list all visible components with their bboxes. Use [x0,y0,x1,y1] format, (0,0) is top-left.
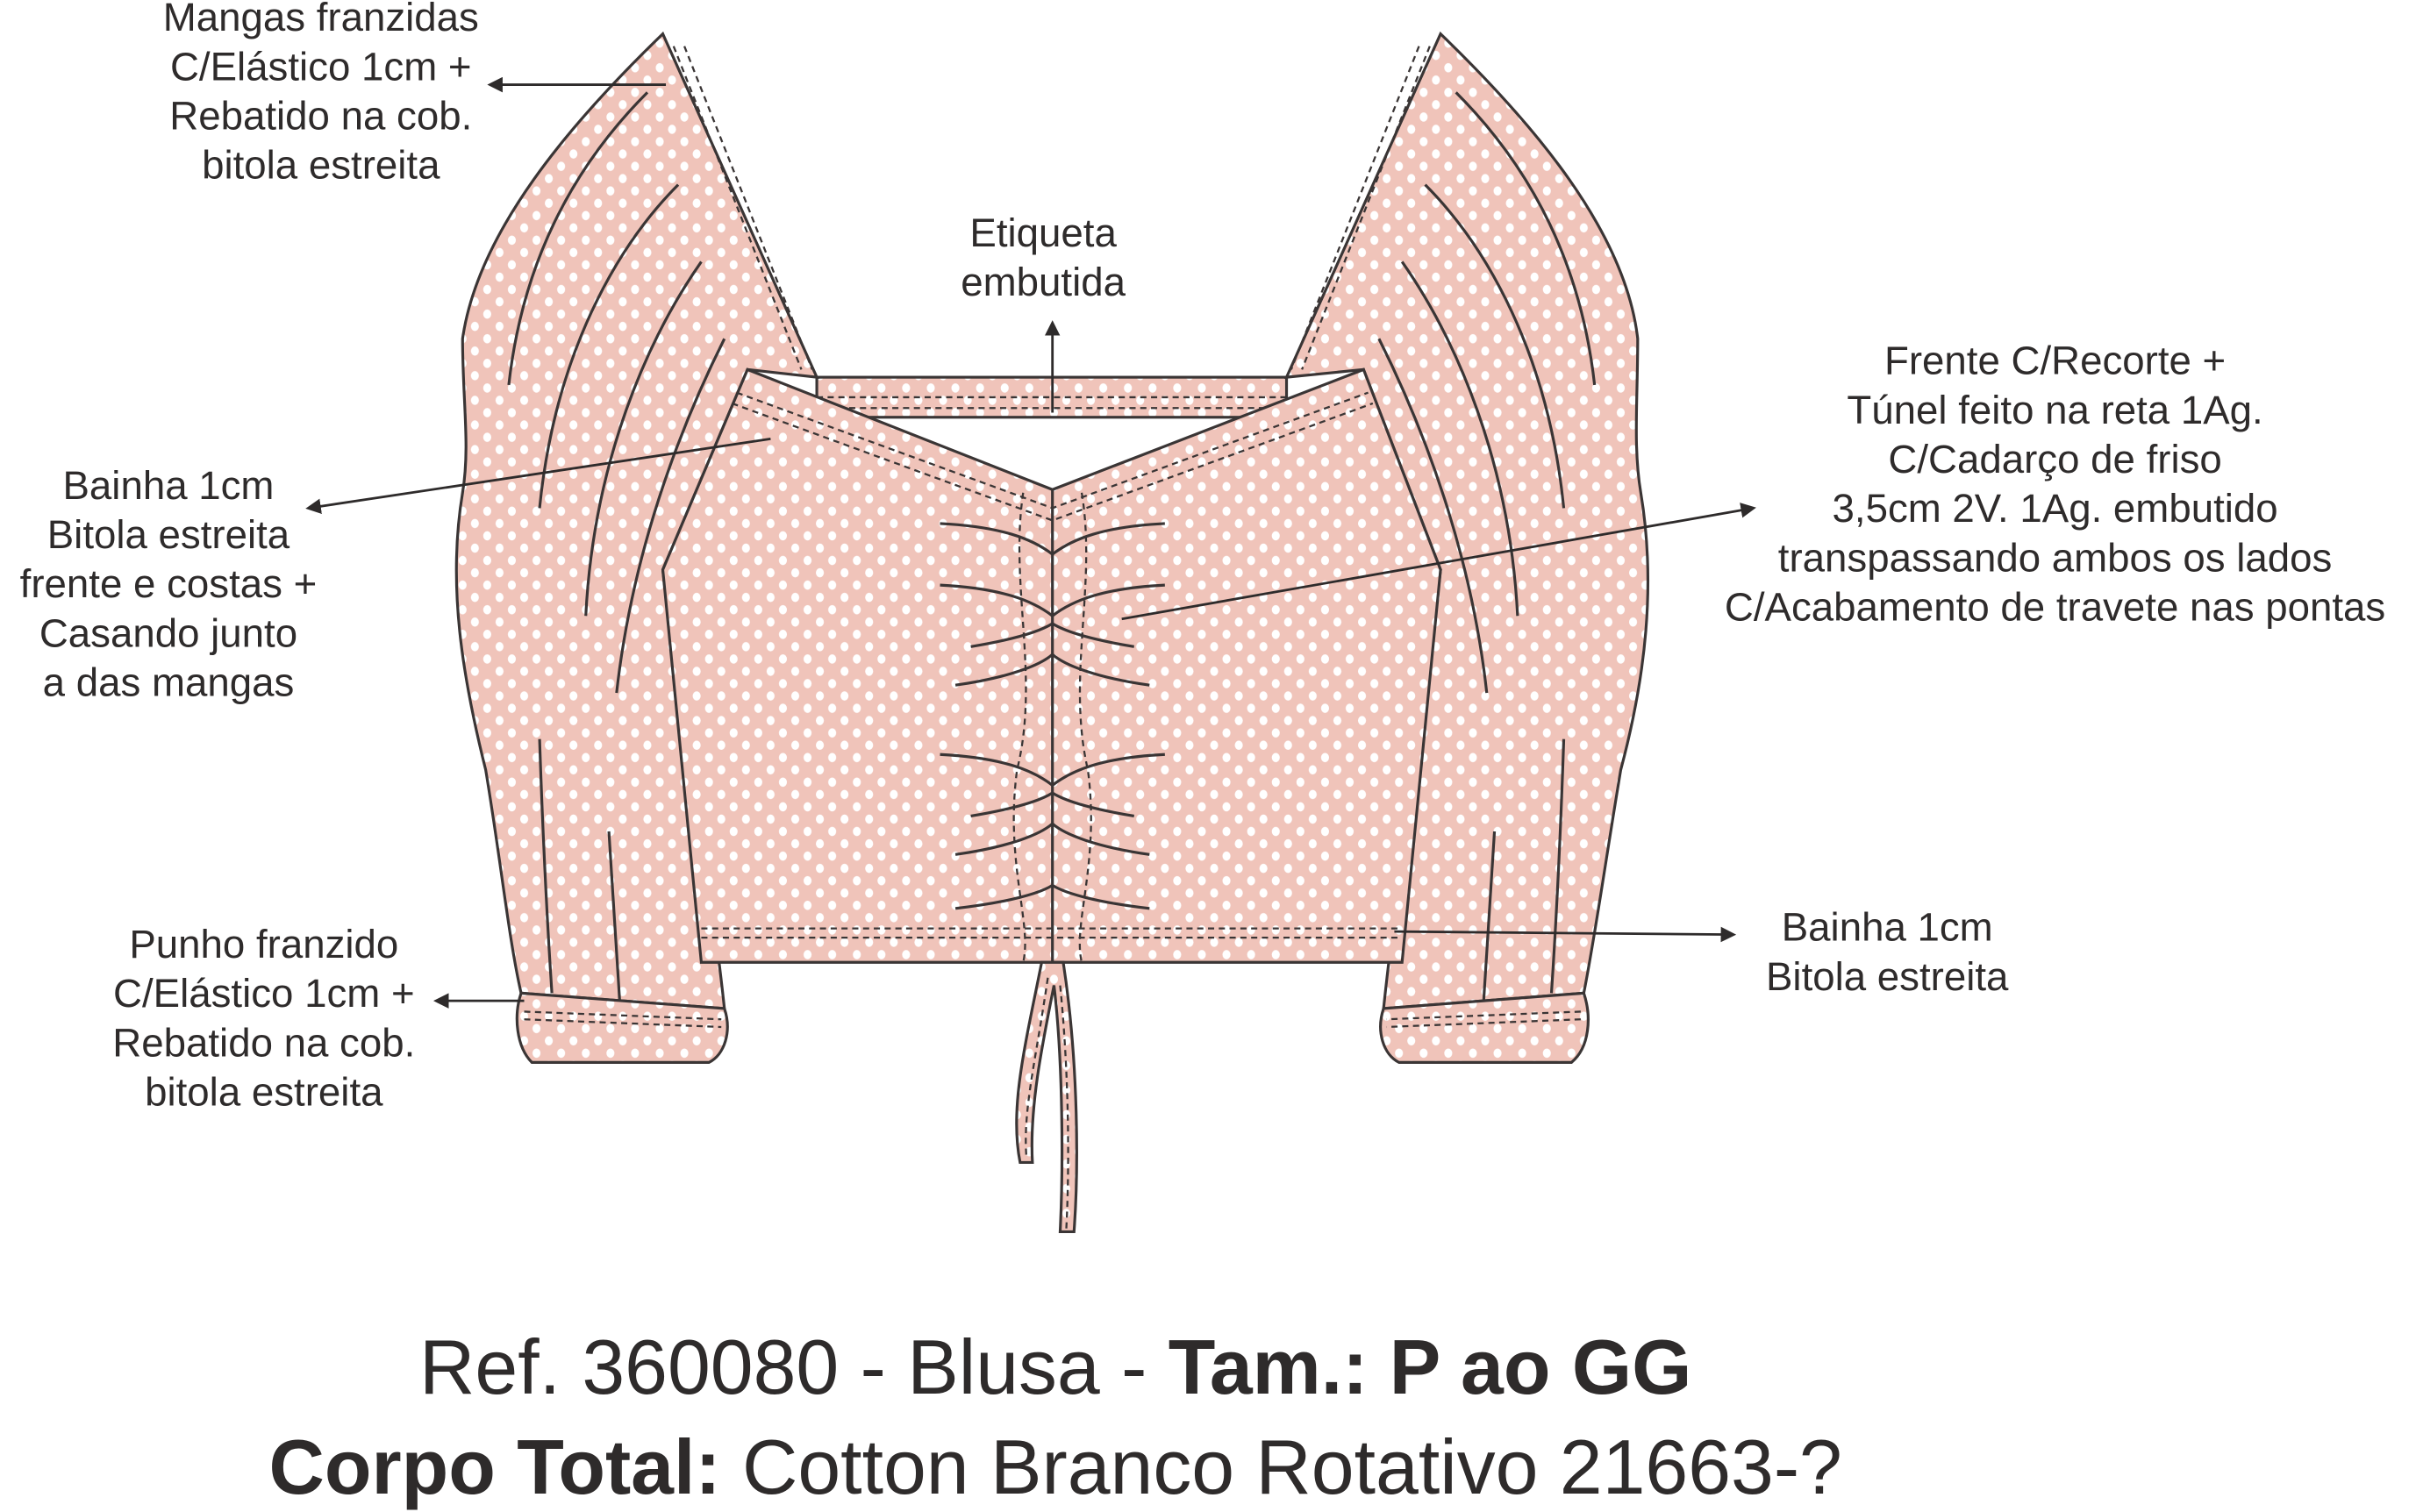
annotation-front: Frente C/Recorte + Túnel feito na reta 1… [1725,339,2385,630]
svg-text:C/Acabamento de travete nas po: C/Acabamento de travete nas pontas [1725,585,2385,630]
svg-text:C/Elástico 1cm +: C/Elástico 1cm + [113,971,415,1016]
svg-text:Bainha 1cm: Bainha 1cm [1782,905,1993,950]
svg-text:bitola estreita: bitola estreita [145,1070,383,1115]
title-line-2: Corpo Total: Cotton Branco Rotativo 2166… [269,1424,1842,1510]
svg-text:Casando junto: Casando junto [39,610,297,655]
svg-text:Bainha 1cm: Bainha 1cm [63,463,275,508]
svg-text:frente e costas +: frente e costas + [20,561,318,606]
svg-text:Bitola estreita: Bitola estreita [47,512,290,557]
arrow-bottom-hem [1394,926,1737,943]
drawstring [1015,960,1078,1234]
gathering-lines [940,522,1165,910]
front-body [661,367,1442,964]
svg-text:Túnel feito na reta 1Ag.: Túnel feito na reta 1Ag. [1847,388,2262,432]
svg-text:3,5cm 2V. 1Ag. embutido: 3,5cm 2V. 1Ag. embutido [1833,486,2278,531]
annotation-cuff: Punho franzido C/Elástico 1cm + Rebatido… [112,922,415,1115]
annotation-sleeves: Mangas franzidas C/Elástico 1cm + Rebati… [163,0,479,188]
svg-text:Etiqueta: Etiqueta [969,210,1117,255]
svg-text:Mangas franzidas: Mangas franzidas [163,0,479,39]
svg-text:Bitola estreita: Bitola estreita [1766,954,2009,999]
svg-text:transpassando ambos os lados: transpassando ambos os lados [1778,535,2333,580]
arrow-neck-hem [305,437,771,514]
title-line-1: Ref. 360080 - Blusa - Tam.: P ao GG [419,1324,1691,1410]
svg-text:Punho franzido: Punho franzido [129,922,398,966]
left-sleeve [454,31,819,1064]
svg-text:a das mangas: a das mangas [43,660,295,705]
svg-text:bitola estreita: bitola estreita [202,143,440,188]
annotation-neck-hem: Bainha 1cm Bitola estreita frente e cost… [20,463,318,705]
svg-text:Rebatido na cob.: Rebatido na cob. [112,1020,415,1065]
annotation-bottom-hem: Bainha 1cm Bitola estreita [1766,905,2009,999]
svg-text:C/Elástico 1cm +: C/Elástico 1cm + [170,44,472,89]
right-sleeve [1283,31,1650,1064]
annotation-label: Etiqueta embutida [961,210,1126,304]
svg-text:C/Cadarço de friso: C/Cadarço de friso [1888,437,2221,481]
svg-text:Frente C/Recorte +: Frente C/Recorte + [1884,339,2226,383]
svg-text:Rebatido na cob.: Rebatido na cob. [169,93,472,138]
svg-text:embutida: embutida [961,260,1126,304]
arrow-front [1121,503,1756,621]
